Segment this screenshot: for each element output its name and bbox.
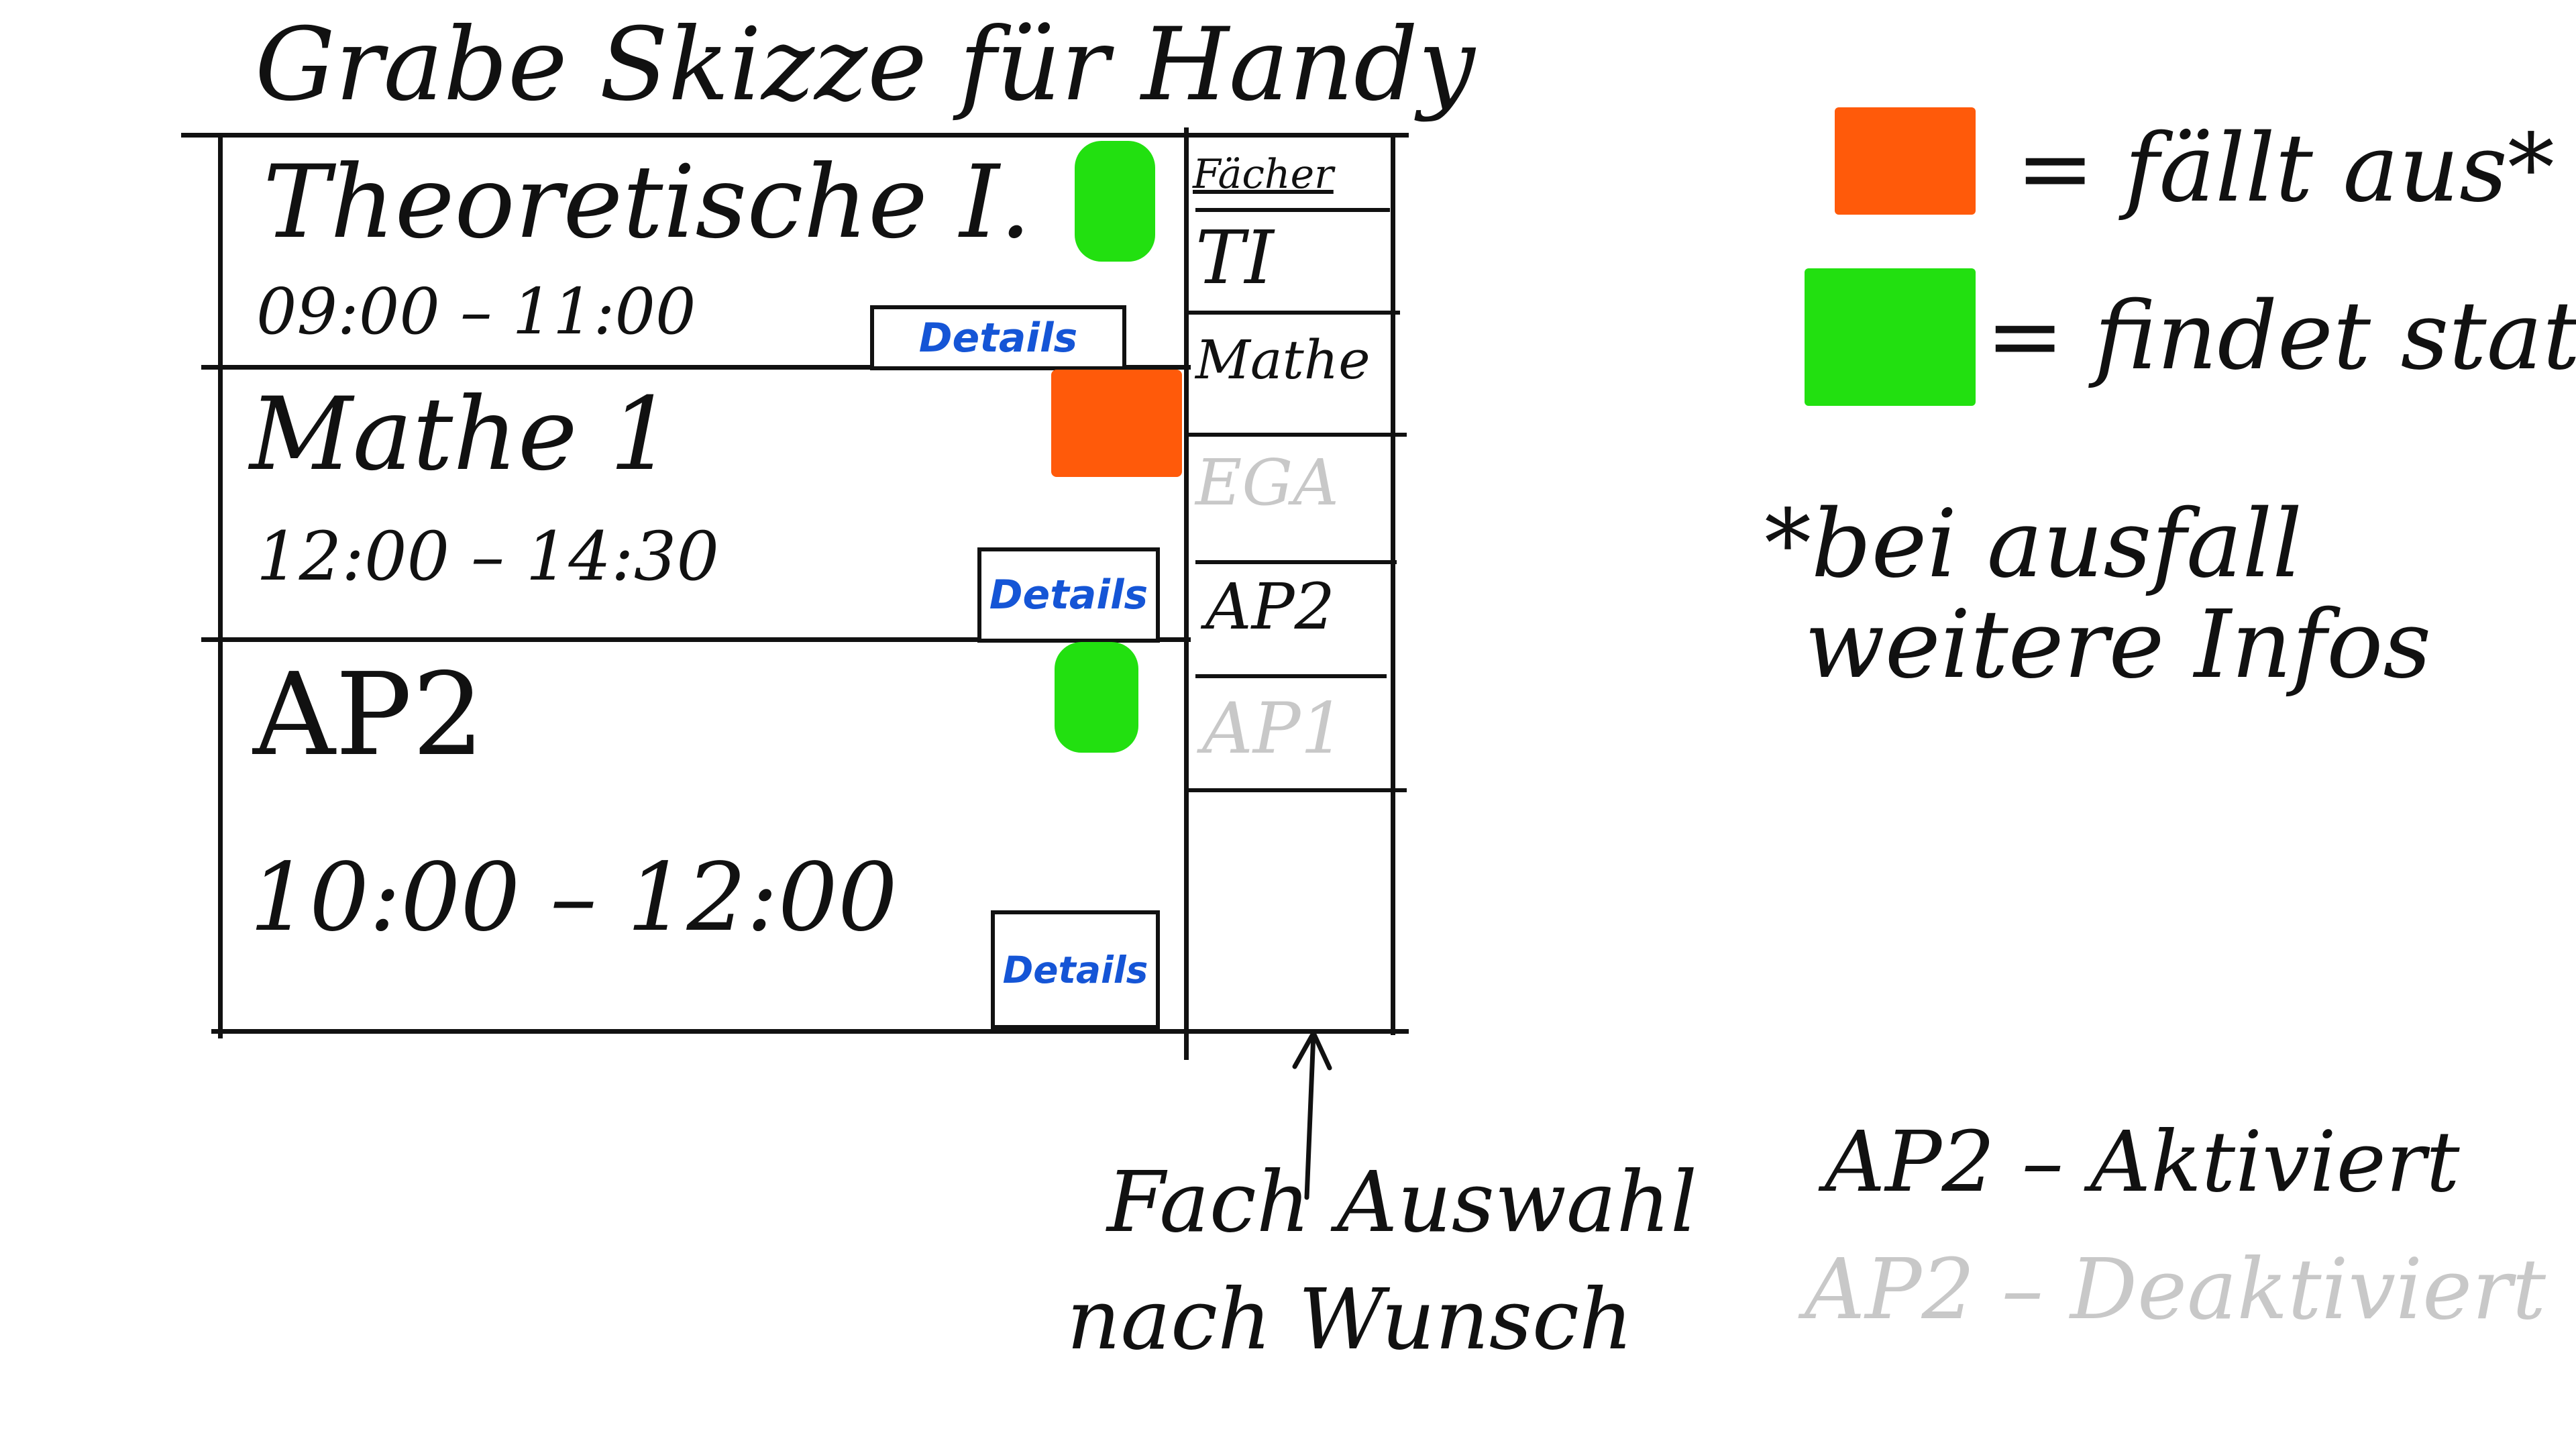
subject-name: AP2 [253,649,485,782]
details-button[interactable]: Details [870,305,1126,370]
subject-item-mathe[interactable]: Mathe [1195,329,1371,391]
subject-separator [1195,674,1387,678]
annotation-line2: nach Wunsch [1067,1271,1633,1368]
subject-item-ap2[interactable]: AP2 [1205,570,1335,644]
annotation-line1: Fach Auswahl [1107,1154,1697,1251]
schedule-divider-2 [201,637,1191,642]
details-button[interactable]: Details [977,547,1160,643]
schedule-entry[interactable]: AP2 10:00 – 12:00 Details [223,642,1184,1029]
subject-separator [1195,560,1397,564]
status-indicator-cancel [1051,370,1182,477]
sketch-title: Grabe Skizze für Handy [255,7,1475,123]
time-range: 12:00 – 14:30 [256,517,719,596]
time-range: 10:00 – 12:00 [250,843,898,953]
subject-item-ti[interactable]: TI [1195,215,1274,301]
legend-ok-text: = findet statt [1986,282,2576,391]
subject-item-ap1[interactable]: AP1 [1202,688,1346,769]
status-indicator-ok [1055,642,1138,753]
arrow-up-icon [1292,1030,1332,1200]
toggle-example-active: AP2 – Aktiviert [1825,1114,2460,1211]
subject-separator [1189,311,1400,315]
sidebar-left-line [1184,127,1189,1060]
legend-note-line1: *bei ausfall [1764,490,2303,599]
details-button[interactable]: Details [991,910,1160,1029]
legend-cancel-text: = fällt aus* [2016,114,2555,223]
toggle-example-inactive: AP2 – Deaktiviert [1805,1241,2546,1338]
schedule-entry[interactable]: Mathe 1 12:00 – 14:30 Details [223,370,1184,643]
frame-left-line [218,133,223,1038]
status-indicator-ok [1075,141,1155,262]
subject-separator [1189,788,1407,792]
frame-top-line [181,133,1409,138]
subject-name: Mathe 1 [250,376,674,493]
subject-separator [1189,433,1407,437]
frame-bottom-line [211,1029,1409,1034]
sidebar-right-line [1391,133,1395,1035]
subject-item-ega[interactable]: EGA [1195,446,1339,520]
subject-name: Theoretische I. [263,144,1032,261]
sidebar-header-underline [1195,208,1390,212]
time-range: 09:00 – 11:00 [256,275,696,349]
legend-note-line2: weitere Infos [1805,590,2432,700]
subject-sidebar-header: Fächer [1193,151,1334,198]
schedule-divider-1 [201,365,1191,370]
subject-sidebar: Fächer TI Mathe EGA AP2 AP1 [1189,138,1407,1030]
schedule-entry[interactable]: Theoretische I. 09:00 – 11:00 Details [223,138,1184,370]
legend-swatch-ok [1805,268,1976,406]
legend-swatch-cancel [1835,107,1976,215]
